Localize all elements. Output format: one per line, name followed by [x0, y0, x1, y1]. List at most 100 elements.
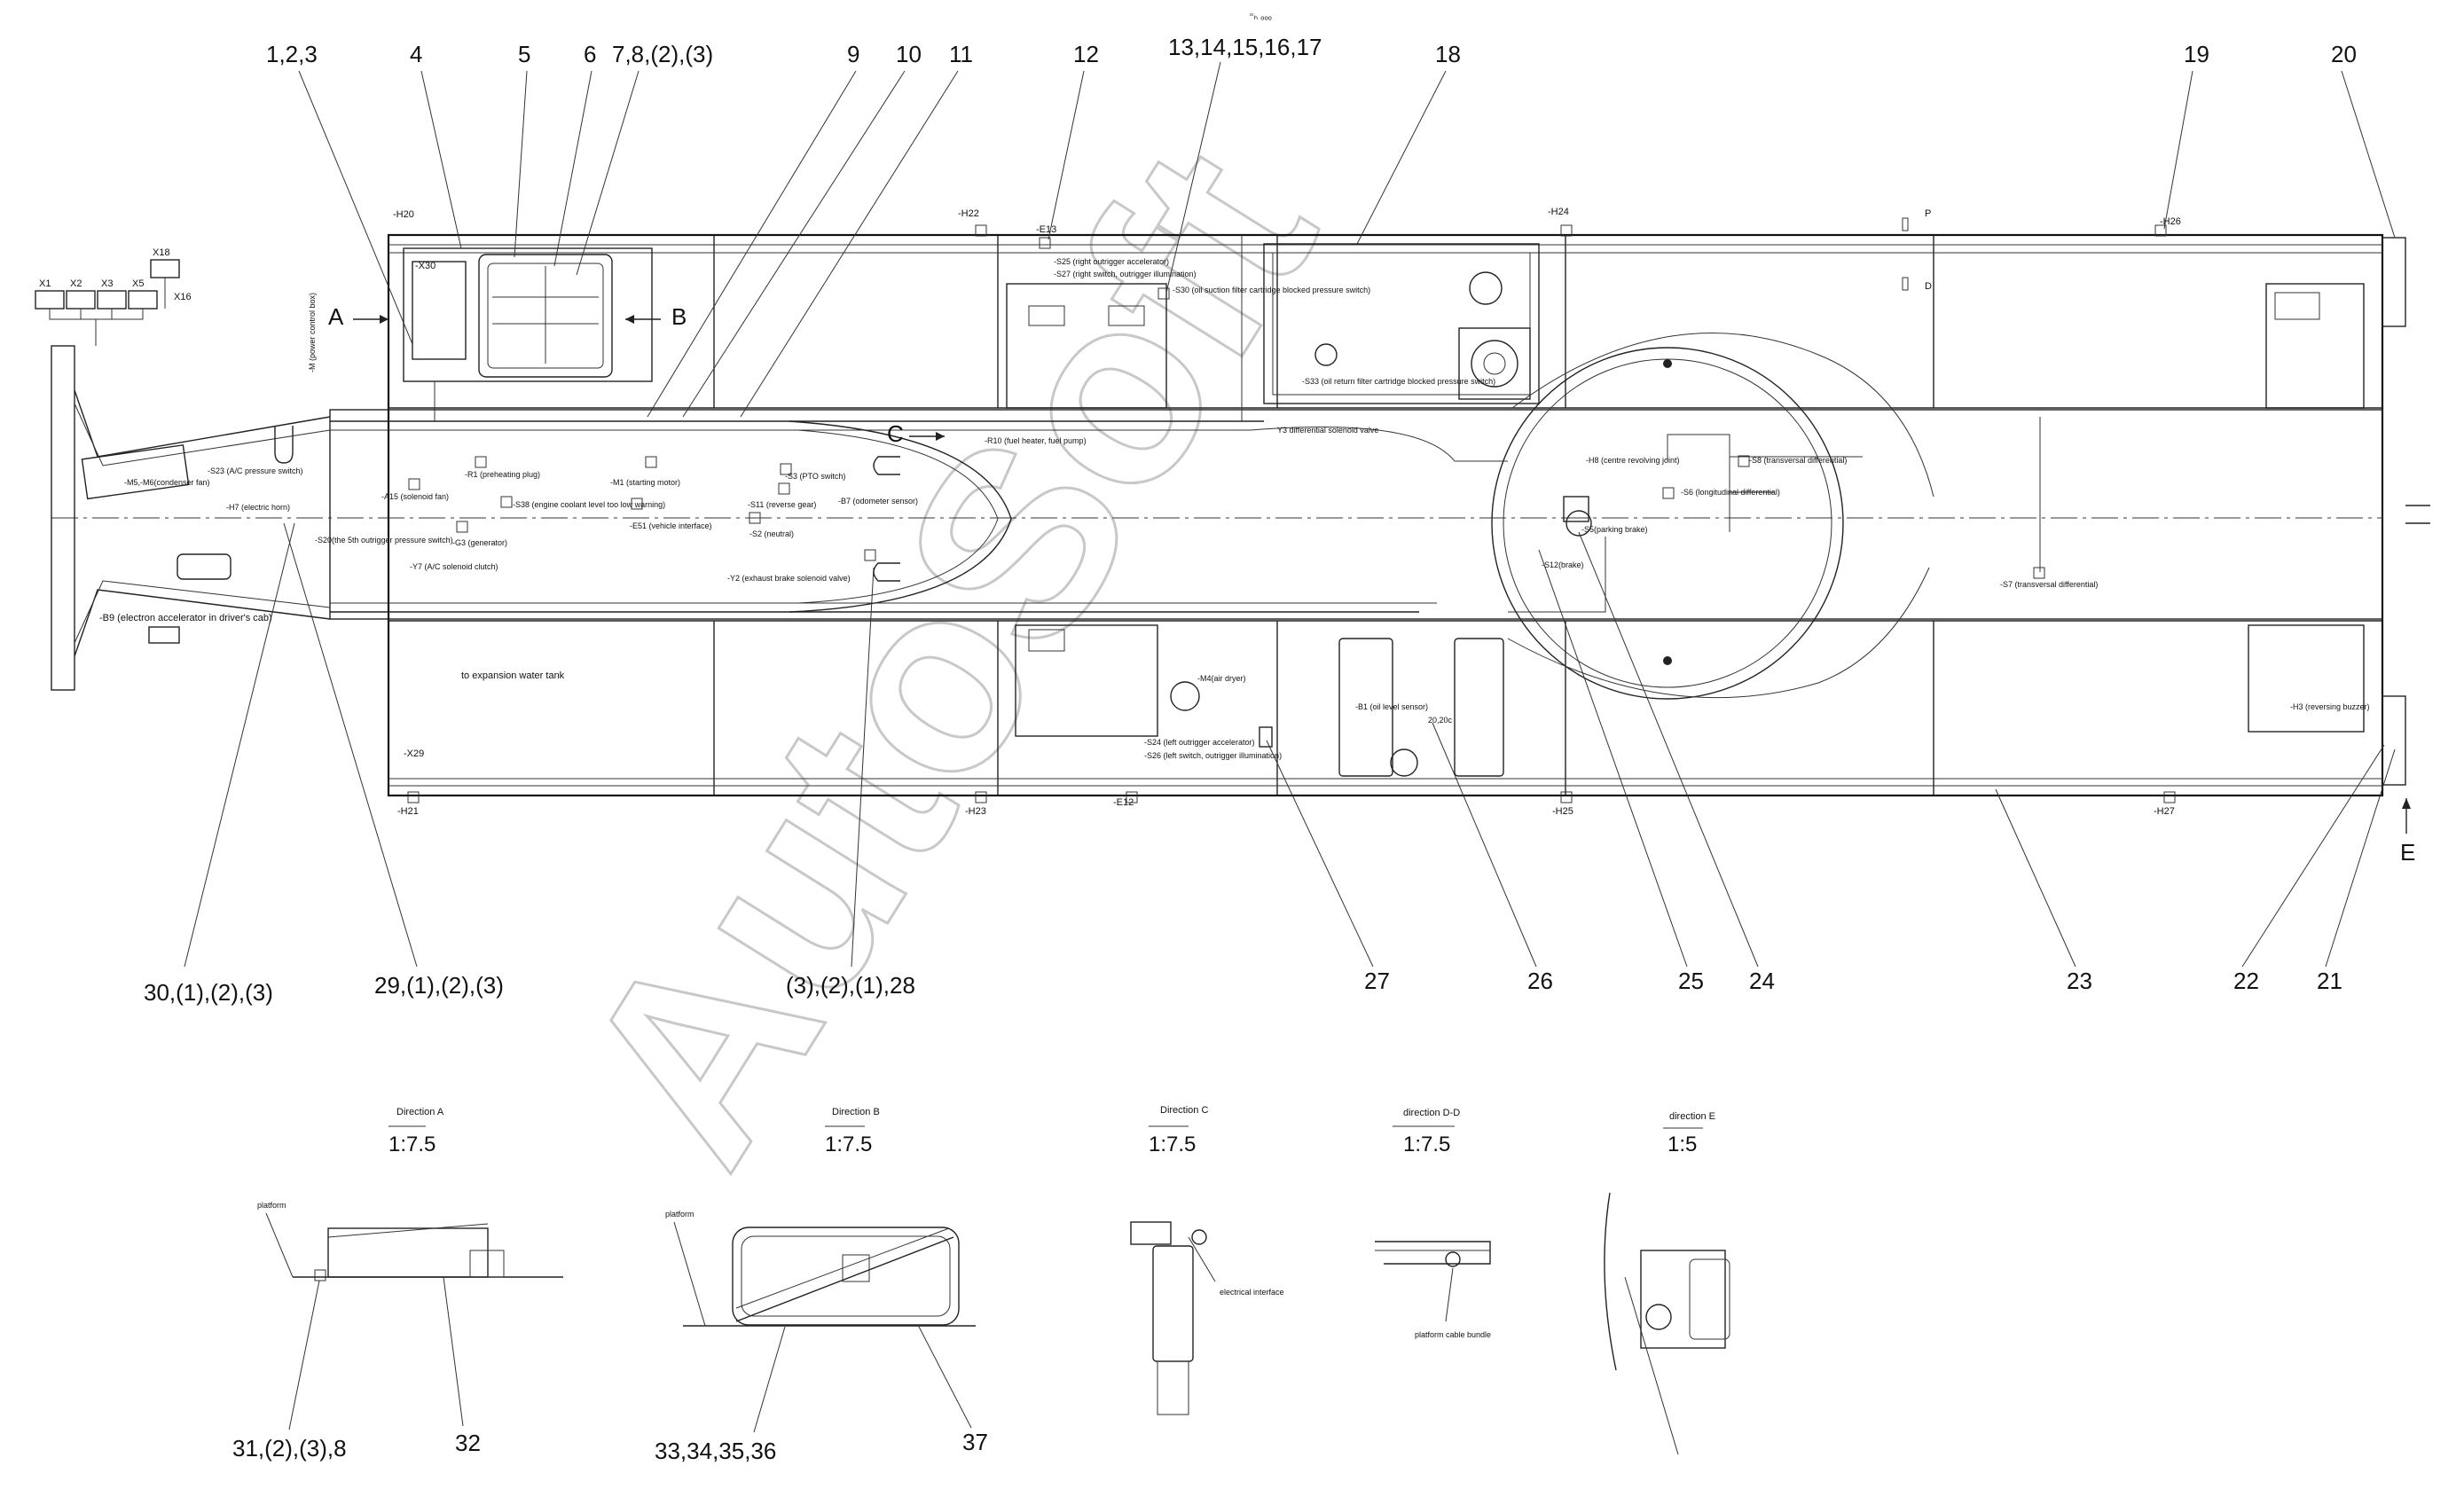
label-y2: -Y2 (exhaust brake solenoid valve) [727, 574, 851, 583]
view-c-title: Direction C [1160, 1105, 1208, 1116]
label-y3: Y3 differential solenoid valve [1277, 426, 1378, 435]
label-h3: -H3 (reversing buzzer) [2290, 702, 2370, 711]
power-control-box [403, 247, 653, 382]
label-e51: -E51 (vehicle interface) [630, 521, 712, 530]
view-b-platform-label: platform [665, 1210, 694, 1219]
callout-26: 26 [1527, 968, 1553, 994]
callout-22: 22 [2233, 968, 2259, 994]
top-mark: ⁼ₕ ₒₒₒ [1249, 12, 1272, 22]
component-labels: -S23 (A/C pressure switch) -M5,-M6(conde… [99, 257, 2370, 760]
watermark-text: AutoSoft [522, 99, 1370, 1210]
label-b7: -B7 (odometer sensor) [838, 497, 918, 506]
label-s24: -S24 (left outrigger accelerator) [1144, 738, 1255, 747]
label-s20: -S20(the 5th outrigger pressure switch) [315, 536, 453, 545]
callout-19: 19 [2184, 41, 2209, 67]
tag-d: D [1925, 281, 1932, 292]
label-power-box: -M (power control box) [308, 293, 317, 372]
view-e-scale: 1:5 [1668, 1133, 1697, 1156]
view-dd-scale: 1:7.5 [1403, 1133, 1450, 1156]
label-s33: -S33 (oil return filter cartridge blocke… [1302, 377, 1495, 386]
label-s27: -S27 (right switch, outrigger illuminati… [1054, 270, 1197, 278]
view-dd-cable-label: platform cable bundle [1415, 1330, 1491, 1339]
label-s30: -S30 (oil suction filter cartridge block… [1173, 286, 1370, 294]
wiring-harness [274, 235, 2041, 613]
callout-13-17: 13,14,15,16,17 [1168, 34, 1322, 60]
watermark: AutoSoft [522, 98, 1372, 1211]
label-s25: -S25 (right outrigger accelerator) [1054, 257, 1169, 266]
label-s23: -S23 (A/C pressure switch) [208, 466, 303, 475]
frame-outline [387, 233, 2384, 797]
tag-h24: -H24 [1548, 207, 1569, 217]
connector-x1: X1 [39, 278, 51, 289]
label-y7: -Y7 (A/C solenoid clutch) [410, 562, 498, 571]
label-s8: -S8 (transversal differential) [1749, 456, 1847, 465]
callout-4: 4 [410, 41, 422, 67]
label-h7: -H7 (electric horn) [226, 503, 290, 512]
accelerator-sensor [148, 626, 180, 644]
frame-tags: -H20 -X30 -H22 -E13 -H24 -H26 -X29 -H21 … [393, 207, 2181, 817]
callout-24: 24 [1749, 968, 1775, 994]
tag-h23: -H23 [965, 806, 986, 817]
callout-31: 31,(2),(3),8 [232, 1435, 347, 1462]
callout-33-36: 33,34,35,36 [655, 1438, 776, 1464]
callout-20: 20 [2331, 41, 2357, 67]
callout-6: 6 [584, 41, 596, 67]
callout-5: 5 [518, 41, 530, 67]
callout-1-2-3: 1,2,3 [266, 41, 318, 67]
arrow-e-label: E [2400, 839, 2415, 866]
callout-7-8: 7,8,(2),(3) [612, 41, 713, 67]
label-s12: -S12(brake) [1542, 560, 1584, 569]
view-a-title: Direction A [396, 1107, 444, 1117]
arrow-a-label: A [328, 303, 344, 330]
label-r10: -R10 (fuel heater, fuel pump) [985, 436, 1087, 445]
direction-arrows: A B C E [328, 303, 2415, 866]
connector-x2: X2 [70, 278, 82, 289]
detail-views: Direction A 1:7.5 Direction B 1:7.5 Dire… [232, 1105, 1730, 1464]
callout-21: 21 [2317, 968, 2342, 994]
callout-30: 30,(1),(2),(3) [144, 979, 273, 1006]
label-h8: -H8 (centre revolving joint) [1586, 456, 1680, 465]
view-c-scale: 1:7.5 [1149, 1133, 1196, 1156]
bottom-callouts: 30,(1),(2),(3) 29,(1),(2),(3) (3),(2),(1… [144, 522, 2396, 1006]
label-m5: -M5,-M6(condenser fan) [124, 478, 210, 487]
front-nose [51, 345, 331, 691]
connector-x3: X3 [101, 278, 113, 289]
label-s11: -S11 (reverse gear) [748, 500, 816, 509]
label-s38: -S38 (engine coolant level too low warni… [513, 500, 665, 509]
tag-p: P [1925, 208, 1931, 219]
view-a-scale: 1:7.5 [388, 1133, 436, 1156]
top-callouts: 1,2,3 4 5 6 7,8,(2),(3) 9 10 11 12 13,14… [266, 34, 2396, 418]
callout-12: 12 [1073, 41, 1099, 67]
callout-32: 32 [455, 1430, 481, 1456]
arrow-b-label: B [671, 303, 687, 330]
view-b-scale: 1:7.5 [825, 1133, 872, 1156]
tag-h21: -H21 [397, 806, 419, 817]
label-m4: -M4(air dryer) [1197, 674, 1246, 683]
tag-x30: -X30 [415, 261, 436, 271]
chassis-frame [51, 233, 2430, 797]
label-s26: -S26 (left switch, outrigger illuminatio… [1144, 751, 1282, 760]
tag-h25: -H25 [1552, 806, 1573, 817]
tag-h27: -H27 [2154, 806, 2175, 817]
slewing-ring [1491, 333, 1934, 700]
main-beam [329, 409, 2383, 620]
label-m1: -M1 (starting motor) [610, 478, 680, 487]
label-r1: -R1 (preheating plug) [465, 470, 540, 479]
label-20-20c: 20,20c [1428, 716, 1453, 725]
tag-h22: -H22 [958, 208, 979, 219]
tag-h26: -H26 [2160, 216, 2181, 227]
connector-x5: X5 [132, 278, 144, 289]
label-s6: -S6 (longitudinal differential) [1681, 488, 1780, 497]
tag-h20: -H20 [393, 209, 414, 220]
connector-x18: X18 [153, 247, 170, 258]
label-b1: -B1 (oil level sensor) [1355, 702, 1428, 711]
view-b-title: Direction B [832, 1107, 880, 1117]
label-s2: -S2 (neutral) [749, 529, 794, 538]
lower-tanks [1015, 624, 2365, 777]
label-s7: -S7 (transversal differential) [2000, 580, 2098, 589]
callout-10: 10 [896, 41, 922, 67]
callout-37: 37 [962, 1429, 988, 1455]
callout-23: 23 [2067, 968, 2092, 994]
